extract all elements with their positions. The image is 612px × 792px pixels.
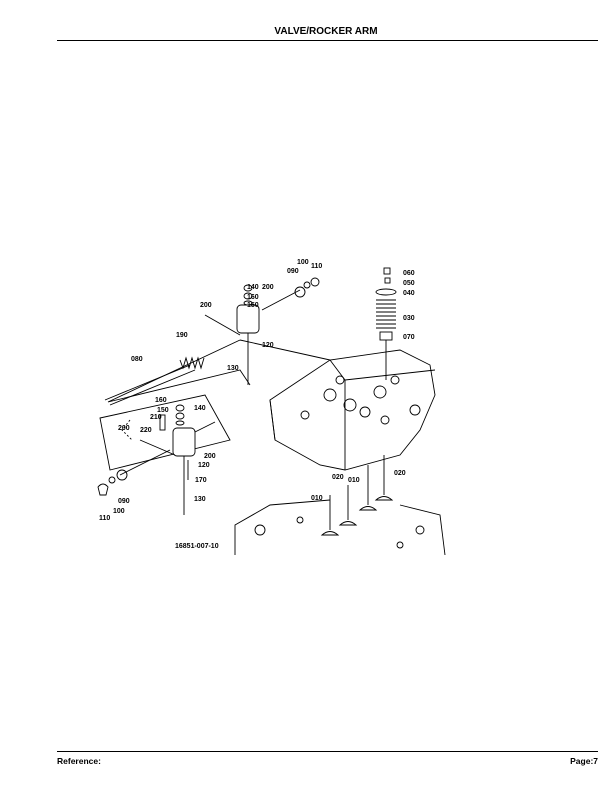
- callout-160: 160: [247, 294, 259, 301]
- callout-110: 110: [99, 515, 110, 522]
- callout-130: 130: [194, 496, 206, 503]
- reference-label: Reference:: [57, 756, 101, 766]
- callout-150: 150: [247, 302, 259, 309]
- callout-090: 090: [287, 268, 299, 275]
- page-title: VALVE/ROCKER ARM: [274, 26, 378, 37]
- callout-020: 020: [332, 474, 344, 481]
- callout-040: 040: [403, 290, 415, 297]
- callout-010: 010: [348, 477, 360, 484]
- callout-090: 090: [118, 498, 130, 505]
- callout-160: 160: [155, 397, 167, 404]
- callout-130: 130: [227, 365, 239, 372]
- callout-140: 140: [247, 284, 259, 291]
- callout-220: 220: [140, 427, 152, 434]
- shaft-spring: [179, 356, 205, 370]
- callout-200: 200: [118, 425, 130, 432]
- footer-divider: [57, 751, 598, 752]
- diagram-drawing: [97, 267, 446, 556]
- engine-block: [234, 499, 446, 556]
- callout-060: 060: [403, 270, 415, 277]
- upper-rocker-assembly: [107, 277, 331, 403]
- callout-110: 110: [311, 263, 322, 270]
- callout-140: 140: [194, 405, 206, 412]
- callout-100: 100: [113, 508, 125, 515]
- callout-020: 020: [394, 470, 406, 477]
- valves: [320, 455, 394, 536]
- callout-150: 150: [157, 407, 169, 414]
- callout-200: 200: [204, 453, 216, 460]
- callout-170: 170: [195, 477, 207, 484]
- callout-050: 050: [403, 280, 415, 287]
- callout-100: 100: [297, 259, 309, 266]
- callout-070: 070: [403, 334, 415, 341]
- callout-120: 120: [198, 462, 210, 469]
- callout-010: 010: [311, 495, 323, 502]
- page-number: Page:7: [570, 756, 598, 766]
- callout-200: 200: [200, 302, 212, 309]
- callout-080: 080: [131, 356, 143, 363]
- diagram-caption: 16851-007-10: [175, 543, 219, 550]
- callout-030: 030: [403, 315, 415, 322]
- lower-rocker-assembly: [97, 394, 231, 515]
- header-divider: [57, 40, 598, 41]
- callout-190: 190: [176, 332, 188, 339]
- callout-210: 210: [150, 414, 162, 421]
- valve-spring-assembly: [375, 267, 397, 380]
- callout-200: 200: [262, 284, 274, 291]
- rocker-shaft: [104, 364, 196, 406]
- callout-120: 120: [262, 342, 274, 349]
- callout-labels: 0600500400300701001100901401601502002001…: [99, 259, 415, 522]
